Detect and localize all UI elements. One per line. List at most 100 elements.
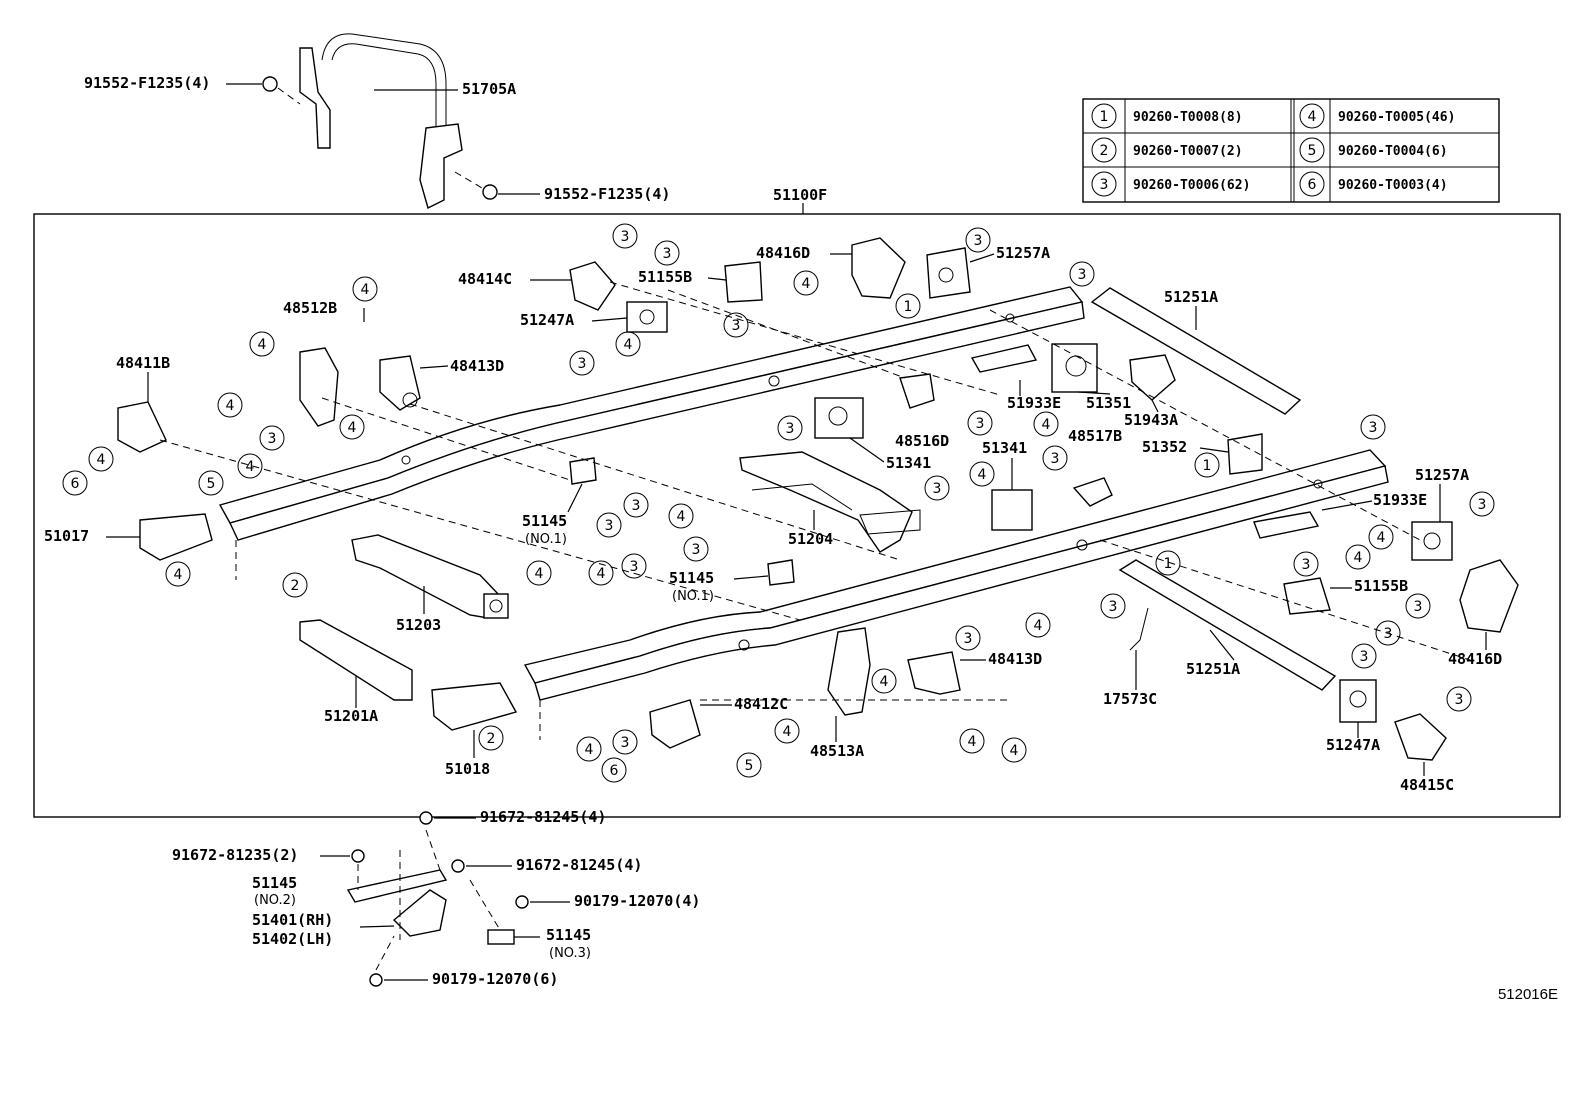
frame-assembly-box <box>33 213 1561 818</box>
svg-text:3: 3 <box>1302 557 1311 573</box>
callout: 6 <box>62 470 88 496</box>
fastener-callouts: 3 3 3 1 3 3 4 4 4 3 4 4 4 3 4 4 6 5 3 3 … <box>62 223 1495 783</box>
callout: 4 <box>959 728 985 754</box>
part-label: 51351 <box>1086 394 1131 412</box>
svg-text:3: 3 <box>1369 420 1378 436</box>
svg-text:3: 3 <box>1384 626 1393 642</box>
svg-text:3: 3 <box>632 498 641 514</box>
part-label: 91552-F1235(4) <box>544 185 670 203</box>
part-label: 90179-12070(6) <box>432 970 558 988</box>
part-label: 51341 <box>982 439 1027 457</box>
part-label: 51933E <box>1007 394 1061 412</box>
callout: 4 <box>871 668 897 694</box>
callout: 3 <box>1100 593 1126 619</box>
legend-num: 6 <box>1308 177 1317 193</box>
callout: 4 <box>237 453 263 479</box>
part-label: 51018 <box>445 760 490 778</box>
callout: 3 <box>967 410 993 436</box>
part-label: 51943A <box>1124 411 1178 429</box>
svg-text:3: 3 <box>605 518 614 534</box>
callout: 3 <box>654 240 680 266</box>
callout: 3 <box>955 625 981 651</box>
callout: 3 <box>621 553 647 579</box>
callout: 4 <box>588 560 614 586</box>
callout: 3 <box>1469 491 1495 517</box>
legend-part: 90260-T0004(6) <box>1338 144 1448 159</box>
svg-text:3: 3 <box>1078 267 1087 283</box>
svg-text:4: 4 <box>1042 417 1051 433</box>
callout: 3 <box>1375 620 1401 646</box>
legend-num: 1 <box>1100 109 1109 125</box>
part-label: 51247A <box>1326 736 1380 754</box>
tow-hook-detail <box>320 811 570 987</box>
callout: 5 <box>198 470 224 496</box>
callout: 1 <box>1194 452 1220 478</box>
part-label: 51402(LH) <box>252 930 333 948</box>
part-label: 51705A <box>462 80 516 98</box>
callout: 1 <box>895 293 921 319</box>
svg-text:4: 4 <box>597 566 606 582</box>
part-label: 48416D <box>756 244 810 262</box>
part-label: 90179-12070(4) <box>574 892 700 910</box>
part-label: 51247A <box>520 311 574 329</box>
callout: 4 <box>217 392 243 418</box>
svg-text:4: 4 <box>174 567 183 583</box>
callout: 3 <box>777 415 803 441</box>
part-label: 17573C <box>1103 690 1157 708</box>
legend-num: 2 <box>1100 143 1109 159</box>
svg-text:2: 2 <box>291 578 300 594</box>
callout: 3 <box>569 350 595 376</box>
svg-text:3: 3 <box>268 431 277 447</box>
svg-text:1: 1 <box>1203 458 1212 474</box>
svg-text:2: 2 <box>487 731 496 747</box>
svg-text:3: 3 <box>1414 599 1423 615</box>
callout: 3 <box>683 536 709 562</box>
svg-text:4: 4 <box>1034 618 1043 634</box>
legend-part: 90260-T0007(2) <box>1133 144 1243 159</box>
crossmembers <box>117 237 1519 761</box>
part-label: 51341 <box>886 454 931 472</box>
callout: 6 <box>601 757 627 783</box>
callout: 4 <box>339 414 365 440</box>
svg-text:3: 3 <box>1360 649 1369 665</box>
drawing-id: 512016E <box>1497 986 1558 1003</box>
guard-bar-51705A <box>226 33 540 210</box>
part-label: 51251A <box>1186 660 1240 678</box>
callout: 4 <box>668 503 694 529</box>
part-label: 51203 <box>396 616 441 634</box>
callout: 3 <box>965 227 991 253</box>
part-label: 48512B <box>283 299 337 317</box>
svg-text:4: 4 <box>1377 530 1386 546</box>
part-label: 48517B <box>1068 427 1122 445</box>
legend-num: 5 <box>1308 143 1317 159</box>
part-label: 51201A <box>324 707 378 725</box>
part-label: 51257A <box>1415 466 1469 484</box>
legend-part: 90260-T0003(4) <box>1338 178 1448 193</box>
callout: 4 <box>615 331 641 357</box>
svg-text:4: 4 <box>361 282 370 298</box>
svg-text:3: 3 <box>976 416 985 432</box>
part-label: 91672-81245(4) <box>516 856 642 874</box>
svg-text:3: 3 <box>1478 497 1487 513</box>
part-label: 51145 <box>546 926 591 944</box>
part-label: 51204 <box>788 530 833 548</box>
svg-text:4: 4 <box>348 420 357 436</box>
part-label: 51155B <box>638 268 692 286</box>
callout: 4 <box>774 718 800 744</box>
svg-text:3: 3 <box>663 246 672 262</box>
svg-text:4: 4 <box>1010 743 1019 759</box>
svg-text:5: 5 <box>207 476 216 492</box>
svg-text:4: 4 <box>585 742 594 758</box>
callout: 5 <box>736 752 762 778</box>
part-label: 91672-81245(4) <box>480 808 606 826</box>
part-label: 51155B <box>1354 577 1408 595</box>
callout: 4 <box>1033 411 1059 437</box>
part-label: 48413D <box>450 357 504 375</box>
svg-text:4: 4 <box>677 509 686 525</box>
callout: 3 <box>596 512 622 538</box>
callout: 4 <box>352 276 378 302</box>
callout: 1 <box>1155 550 1181 576</box>
svg-text:3: 3 <box>578 356 587 372</box>
part-label: 51401(RH) <box>252 911 333 929</box>
